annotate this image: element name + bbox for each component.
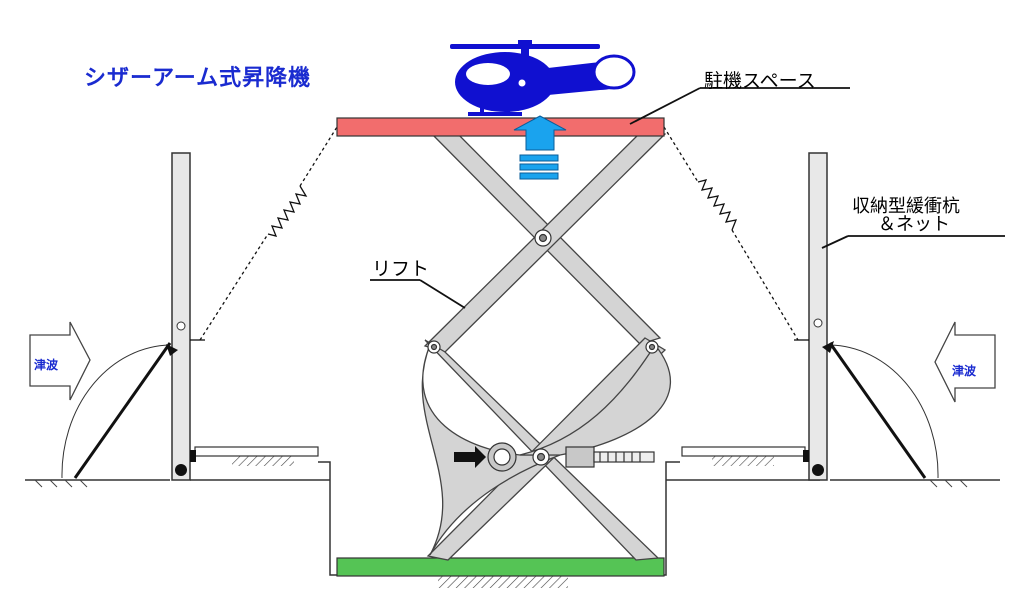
bollard-label-line2: ＆ネット — [878, 214, 950, 235]
stay-arrowheads — [166, 341, 834, 356]
tsunami-right-label: 津波 — [952, 364, 977, 378]
bottom-platform — [336, 557, 665, 577]
diagram-title: シザーアーム式昇降機 — [84, 66, 312, 91]
net-left — [190, 126, 338, 341]
helicopter-icon — [450, 40, 636, 116]
scissor-arms — [421, 123, 671, 561]
up-arrow-icon — [513, 115, 567, 180]
bollard-swing-arcs — [61, 344, 939, 479]
bollard-label-line1: 収納型緩衝杭 — [852, 196, 960, 217]
tsunami-arrow-icon — [29, 321, 91, 401]
ground-hatching — [34, 456, 968, 588]
push-arrow-icon — [454, 446, 486, 468]
ground — [25, 461, 1000, 576]
stay-rods — [73, 342, 927, 479]
parking-space-label: 駐機スペース — [704, 70, 816, 92]
scissor-pins — [427, 229, 659, 466]
net-right — [663, 126, 809, 341]
right-bollard — [803, 152, 828, 481]
tsunami-left-label: 津波 — [34, 358, 59, 372]
top-platform — [336, 117, 665, 137]
tsunami-arrow-icon — [934, 321, 996, 403]
left-bollard — [171, 152, 196, 481]
actuator — [487, 442, 655, 472]
lift-label: リフト — [372, 258, 430, 280]
leader-lines — [370, 87, 1005, 309]
